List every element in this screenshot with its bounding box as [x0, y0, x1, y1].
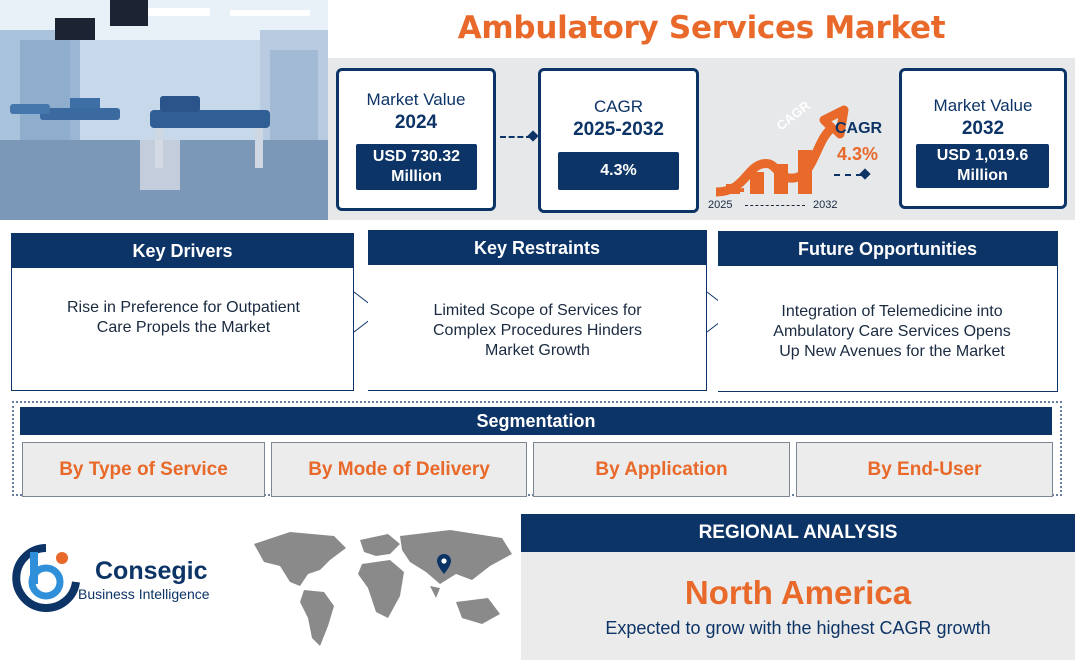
brand-name: Consegic — [95, 557, 208, 585]
card-value: USD 730.32 Million — [356, 144, 477, 190]
regional-analysis-body — [521, 552, 1075, 660]
text-line: Limited Scope of Services for — [433, 302, 642, 319]
segment-mode-of-delivery: By Mode of Delivery — [271, 442, 527, 497]
brand-tagline: Business Intelligence — [78, 586, 210, 602]
panel-text: Rise in Preference for Outpatient Care P… — [22, 298, 345, 338]
key-restraints-panel: Key Restraints Limited Scope of Services… — [368, 230, 707, 391]
map-pin-icon — [437, 554, 451, 574]
market-value-2024-card: Market Value 2024 USD 730.32 Million — [336, 68, 496, 211]
value-line-2: Million — [957, 167, 1008, 184]
card-year: 2024 — [394, 112, 438, 133]
panel-heading: Key Drivers — [12, 234, 353, 268]
world-map-icon — [254, 530, 512, 646]
text-line: Rise in Preference for Outpatient — [66, 299, 300, 316]
segmentation-heading: Segmentation — [20, 407, 1052, 435]
market-value-2032-card: Market Value 2032 USD 1,019.6 Million — [899, 68, 1067, 209]
card-year: 2032 — [961, 118, 1005, 139]
chart-connector — [834, 174, 862, 176]
chart-year-axis — [745, 205, 805, 206]
text-line: Ambulatory Care Services Opens — [773, 323, 1011, 340]
value-line-1: USD 1,019.6 — [936, 147, 1029, 164]
segment-application: By Application — [533, 442, 790, 497]
segment-type-of-service: By Type of Service — [22, 442, 265, 497]
panel-text: Integration of Telemedicine into Ambulat… — [732, 302, 1052, 362]
panel-heading: Key Restraints — [368, 231, 706, 265]
chart-end-year: 2032 — [813, 199, 838, 211]
growth-arrow-icon — [715, 105, 849, 197]
text-line: Integration of Telemedicine into — [781, 303, 1003, 320]
region-name: North America — [684, 574, 912, 611]
brand-logo-icon — [12, 544, 80, 612]
text-line: Complex Procedures Hinders — [433, 322, 642, 339]
segment-end-user: By End-User — [796, 442, 1053, 497]
value-line-2: Million — [391, 168, 442, 185]
key-drivers-panel: Key Drivers Rise in Preference for Outpa… — [11, 233, 354, 391]
region-note: Expected to grow with the highest CAGR g… — [605, 618, 991, 638]
card-label: Market Value — [933, 96, 1033, 115]
text-line: Market Growth — [485, 342, 590, 359]
connector-line — [500, 136, 532, 138]
card-value: 4.3% — [558, 152, 679, 190]
card-label: CAGR — [593, 97, 644, 116]
chart-start-year: 2025 — [708, 199, 733, 211]
value-line-1: USD 730.32 — [372, 148, 461, 165]
text-line: Up New Avenues for the Market — [779, 343, 1005, 360]
card-label: Market Value — [366, 90, 466, 109]
hospital-ward-photo — [0, 0, 328, 220]
regional-analysis-heading: REGIONAL ANALYSIS — [521, 514, 1075, 552]
chart-cagr-label: CAGR — [835, 120, 883, 137]
text-line: Care Propels the Market — [96, 319, 271, 336]
panel-text: Limited Scope of Services for Complex Pr… — [378, 301, 697, 361]
card-years: 2025-2032 — [573, 119, 664, 140]
cagr-card: CAGR 2025-2032 4.3% — [538, 68, 699, 213]
card-value: USD 1,019.6 Million — [916, 144, 1049, 188]
future-opportunities-panel: Future Opportunities Integration of Tele… — [718, 231, 1058, 392]
panel-heading: Future Opportunities — [718, 232, 1057, 266]
chart-cagr-value: 4.3% — [837, 144, 879, 164]
page-title: Ambulatory Services Market — [457, 10, 946, 46]
